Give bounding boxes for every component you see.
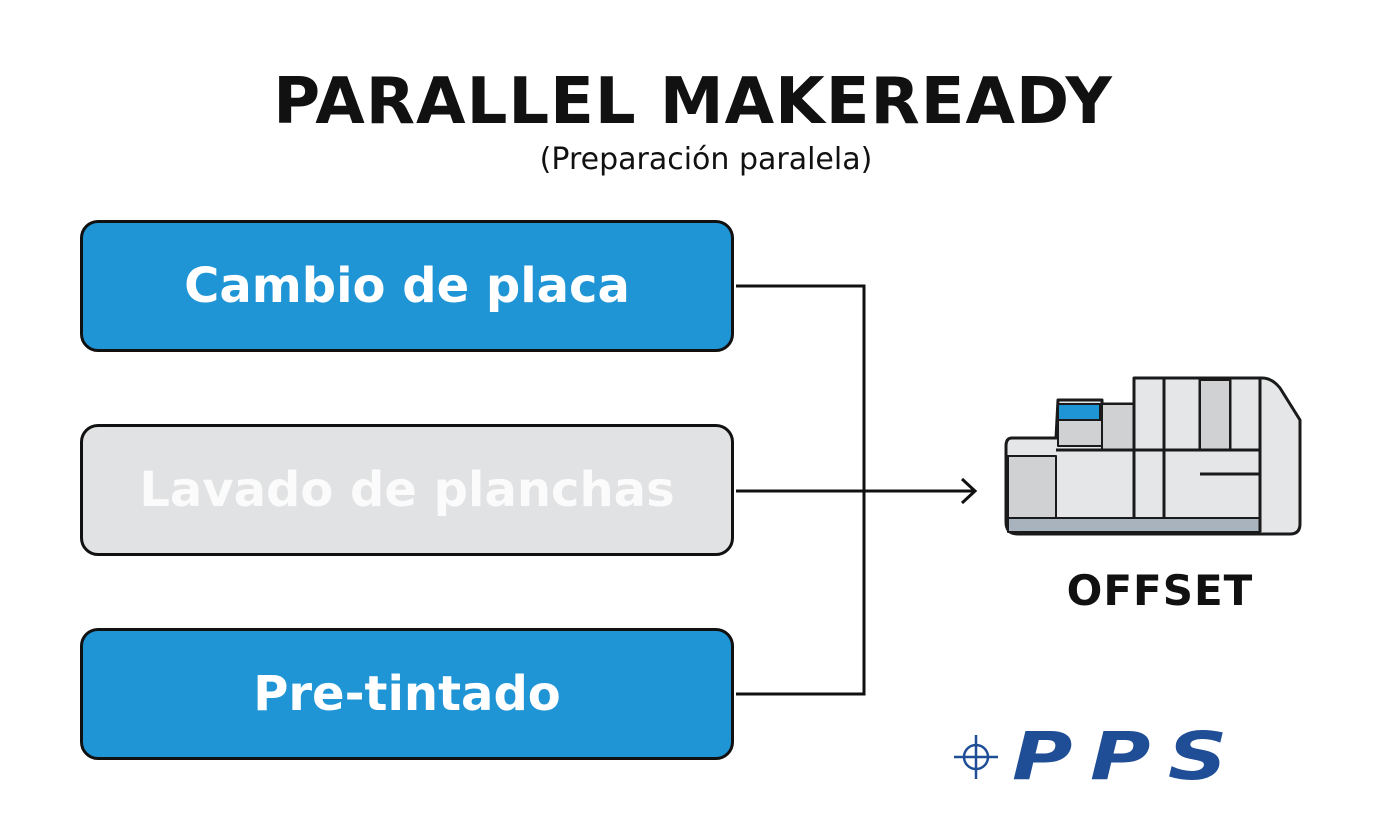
crosshair-icon [954,735,998,779]
step-pre-inking: Pre-tintado [80,628,734,760]
diagram-title: PARALLEL MAKEREADY [273,65,1113,139]
offset-press-icon [1004,376,1302,536]
step-label: Cambio de placa [184,258,630,314]
step-label: Lavado de planchas [139,462,675,518]
step-label: Pre-tintado [253,666,561,722]
arrowhead-icon [960,477,978,505]
diagram-subtitle: (Preparación paralela) [539,142,873,177]
step-plate-washing: Lavado de planchas [80,424,734,556]
pps-logo: PPS [1012,718,1245,795]
step-plate-change: Cambio de placa [80,220,734,352]
machine-label: OFFSET [1066,566,1254,615]
